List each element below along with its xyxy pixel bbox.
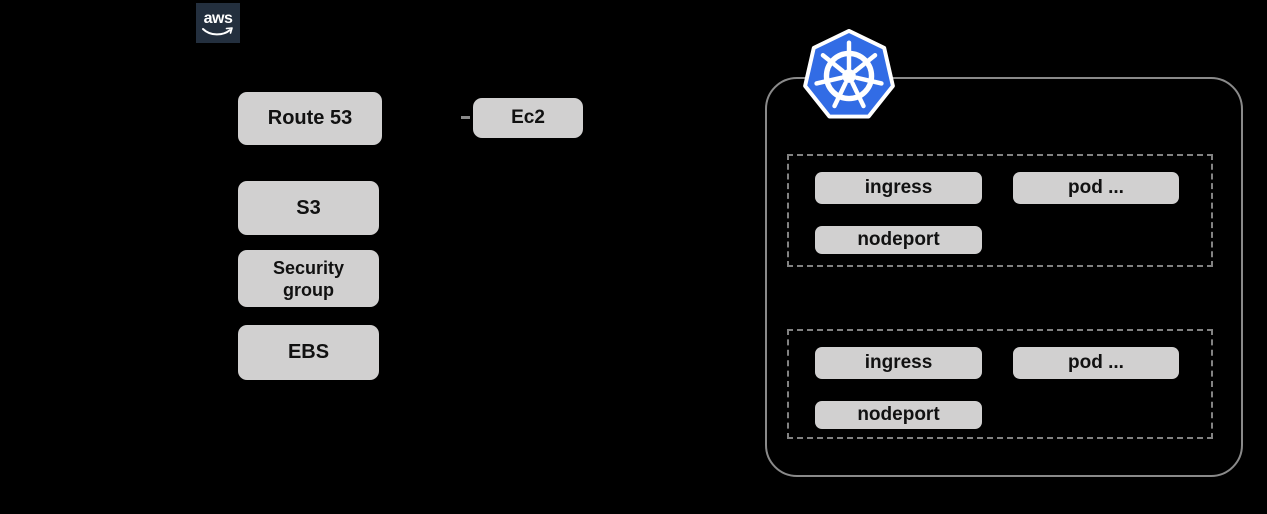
nodeport-box: nodeport	[815, 401, 982, 429]
kubernetes-helm-logo-icon	[803, 28, 895, 119]
node-group-1: ingress pod ... nodeport	[787, 154, 1213, 267]
nodeport-box: nodeport	[815, 226, 982, 254]
pod-box: pod ...	[1013, 347, 1179, 379]
security-group-box: Security group	[238, 250, 379, 307]
node-group-2: ingress pod ... nodeport	[787, 329, 1213, 439]
security-group-label: Security group	[272, 257, 345, 300]
connector-dash	[461, 116, 470, 119]
route53-box: Route 53	[238, 92, 382, 145]
ingress-label: ingress	[864, 177, 933, 198]
route53-label: Route 53	[267, 107, 353, 129]
nodeport-label: nodeport	[857, 404, 940, 425]
ebs-label: EBS	[287, 341, 330, 363]
pod-box: pod ...	[1013, 172, 1179, 204]
ec2-box: Ec2	[473, 98, 583, 138]
pod-label: pod ...	[1068, 177, 1124, 198]
ingress-box: ingress	[815, 172, 982, 204]
ec2-label: Ec2	[511, 107, 545, 128]
s3-label: S3	[296, 196, 321, 219]
nodeport-label: nodeport	[857, 229, 940, 250]
kubernetes-cluster-container	[765, 77, 1243, 477]
ebs-box: EBS	[238, 325, 379, 380]
ingress-label: ingress	[864, 352, 933, 373]
aws-logo-icon: aws	[196, 3, 240, 43]
aws-smile-arrow-icon	[202, 26, 233, 35]
s3-box: S3	[238, 181, 379, 235]
aws-logo-label: aws	[203, 9, 233, 27]
pod-label: pod ...	[1068, 352, 1124, 373]
ingress-box: ingress	[815, 347, 982, 379]
